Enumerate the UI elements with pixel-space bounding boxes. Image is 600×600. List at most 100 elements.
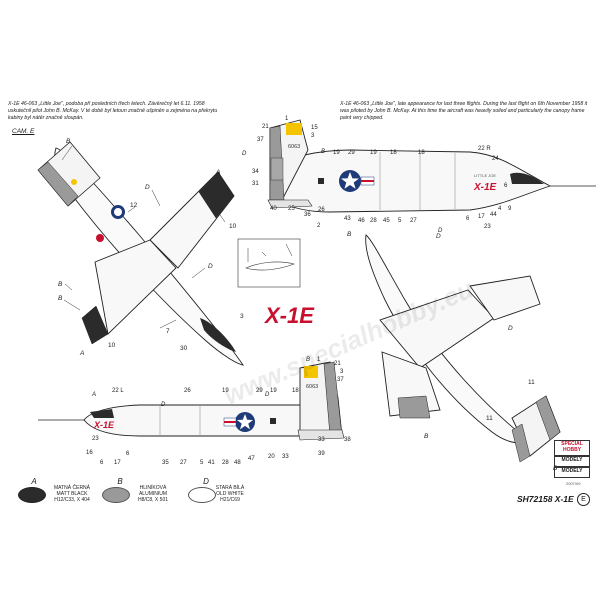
legend-letter-d: D xyxy=(203,477,209,486)
svg-text:40: 40 xyxy=(270,206,277,212)
swatch-aluminium xyxy=(102,487,130,503)
svg-text:B: B xyxy=(347,231,352,238)
svg-text:2: 2 xyxy=(317,223,321,229)
svg-text:26: 26 xyxy=(184,388,191,394)
svg-text:B: B xyxy=(58,281,63,288)
svg-text:21: 21 xyxy=(334,361,341,367)
svg-text:6063: 6063 xyxy=(288,144,300,150)
svg-text:3: 3 xyxy=(311,133,315,139)
svg-text:D: D xyxy=(242,151,247,157)
svg-text:18: 18 xyxy=(292,388,299,394)
svg-text:11: 11 xyxy=(528,379,535,386)
svg-text:5: 5 xyxy=(398,218,402,224)
svg-text:28: 28 xyxy=(222,460,229,466)
svg-text:D: D xyxy=(161,402,166,408)
swatch-matt-black xyxy=(18,487,46,503)
svg-text:22 R: 22 R xyxy=(478,146,491,152)
svg-text:A: A xyxy=(215,169,220,176)
footer-code: SH72158 X-1E xyxy=(517,494,574,504)
svg-text:44: 44 xyxy=(490,212,497,218)
svg-text:D: D xyxy=(208,263,213,270)
english-description: X-1E 46-063 „Little Joe", late appearanc… xyxy=(340,101,588,121)
footer-letter: E xyxy=(577,493,590,506)
svg-text:37: 37 xyxy=(337,377,344,383)
svg-text:29: 29 xyxy=(348,150,355,156)
svg-text:A: A xyxy=(91,392,96,398)
svg-text:27: 27 xyxy=(410,218,417,224)
swatch-old-white xyxy=(188,487,216,503)
svg-text:38: 38 xyxy=(344,437,351,443)
cam-label: CAM. E xyxy=(12,128,35,135)
svg-text:18: 18 xyxy=(390,150,397,156)
svg-text:46: 46 xyxy=(358,218,365,224)
svg-text:19: 19 xyxy=(333,150,340,156)
svg-text:25: 25 xyxy=(288,206,295,212)
svg-text:31: 31 xyxy=(252,181,259,187)
print-code: 2007/09 xyxy=(566,481,581,486)
svg-text:X-1E: X-1E xyxy=(93,420,115,430)
svg-text:B: B xyxy=(553,465,558,472)
svg-text:6: 6 xyxy=(504,183,508,189)
special-hobby-logo: SPECIAL HOBBY xyxy=(554,440,590,456)
svg-text:6: 6 xyxy=(126,451,130,457)
svg-text:30: 30 xyxy=(180,345,188,352)
svg-text:20: 20 xyxy=(268,454,275,460)
svg-text:24: 24 xyxy=(492,156,499,162)
svg-text:34: 34 xyxy=(252,169,259,175)
svg-text:26: 26 xyxy=(318,207,325,213)
svg-text:33: 33 xyxy=(282,454,289,460)
legend-letter-a: A xyxy=(31,477,37,486)
svg-text:D: D xyxy=(265,392,270,398)
plan-view-top-left xyxy=(37,141,244,366)
svg-text:22 L: 22 L xyxy=(112,388,124,394)
svg-text:9: 9 xyxy=(508,206,512,212)
svg-text:15: 15 xyxy=(311,125,318,131)
svg-text:33: 33 xyxy=(318,437,325,443)
svg-text:6: 6 xyxy=(100,460,104,466)
legend-letter-b: B xyxy=(117,477,123,486)
svg-text:12: 12 xyxy=(130,202,138,209)
svg-text:D: D xyxy=(508,325,513,332)
legend-label-d: STARÁ BÍLÁ OLD WHITE H21/C69 xyxy=(215,485,245,503)
svg-text:B: B xyxy=(321,149,325,155)
svg-text:B: B xyxy=(306,357,310,363)
svg-text:3: 3 xyxy=(240,313,244,320)
svg-text:10: 10 xyxy=(108,342,116,349)
modely-logo-1: MODELY xyxy=(554,456,590,467)
svg-text:36: 36 xyxy=(304,212,311,218)
svg-text:B: B xyxy=(58,295,63,302)
svg-text:19: 19 xyxy=(370,150,377,156)
svg-text:39: 39 xyxy=(318,451,325,457)
modely-logo-2: MODELY xyxy=(554,467,590,478)
svg-text:45: 45 xyxy=(383,218,390,224)
color-legend: A MATNÁ ČERNÁ MATT BLACK H12/C33, X 404 … xyxy=(16,477,244,527)
svg-text:17: 17 xyxy=(114,460,121,466)
plan-view-bottom-right xyxy=(365,234,561,463)
side-view-bottom: X-1E 6063 xyxy=(38,361,345,441)
legend-label-b: HLINÍKOVÁ ALUMINIUM H8/C8, X 501 xyxy=(137,485,169,503)
svg-text:10: 10 xyxy=(229,223,237,230)
svg-text:B: B xyxy=(66,138,71,145)
svg-text:35: 35 xyxy=(162,460,169,466)
svg-text:28: 28 xyxy=(370,218,377,224)
svg-text:A: A xyxy=(79,350,84,357)
svg-text:5: 5 xyxy=(200,460,204,466)
svg-text:X-1E: X-1E xyxy=(473,182,497,193)
svg-text:3: 3 xyxy=(340,369,344,375)
svg-text:11: 11 xyxy=(486,415,493,422)
svg-text:6: 6 xyxy=(466,216,470,222)
svg-text:21: 21 xyxy=(262,124,269,130)
svg-text:D: D xyxy=(438,228,443,234)
svg-text:D: D xyxy=(436,233,441,240)
svg-text:41: 41 xyxy=(208,460,215,466)
side-view-top: X-1E LITTLE JOE 6063 xyxy=(267,119,596,213)
svg-text:37: 37 xyxy=(257,137,264,143)
svg-text:7: 7 xyxy=(166,328,170,335)
svg-text:1: 1 xyxy=(285,116,289,122)
svg-text:6063: 6063 xyxy=(306,384,318,390)
svg-text:B: B xyxy=(424,433,429,440)
svg-text:LITTLE JOE: LITTLE JOE xyxy=(474,173,496,178)
svg-text:19: 19 xyxy=(222,388,229,394)
svg-text:17: 17 xyxy=(478,214,485,220)
